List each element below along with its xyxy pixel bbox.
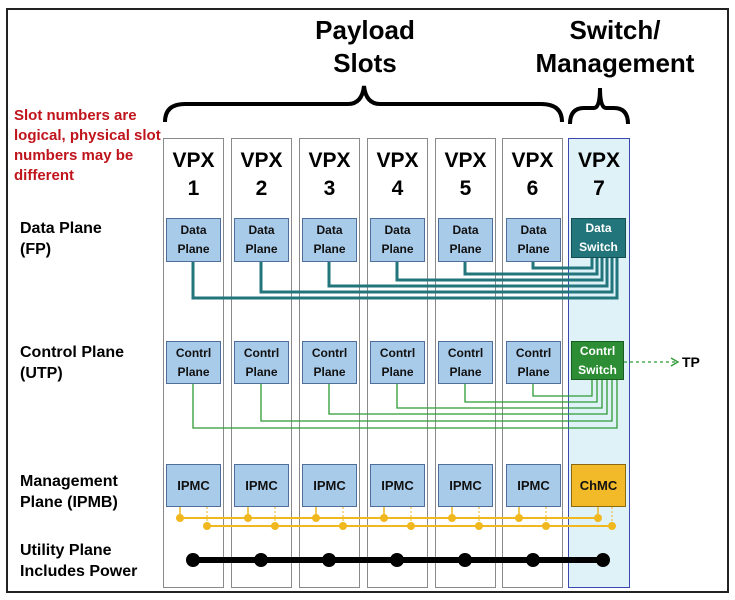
ipmc-box-4: IPMC <box>370 464 425 507</box>
data-plane-box-3: Data Plane <box>302 218 357 262</box>
diagram-frame <box>6 8 729 593</box>
tp-label: TP <box>682 354 700 370</box>
chmc-box: ChMC <box>571 464 626 507</box>
slot-title: VPX 6 <box>511 149 554 200</box>
slot-title: VPX 5 <box>444 149 487 200</box>
slot-title: VPX 4 <box>376 149 419 200</box>
ipmc-box-5: IPMC <box>438 464 493 507</box>
control-plane-box-3: Contrl Plane <box>302 341 357 384</box>
control-plane-box-1: Contrl Plane <box>166 341 221 384</box>
switch-management-header: Switch/ Management <box>535 15 695 78</box>
utility-plane-label: Utility Plane Includes Power <box>20 542 138 580</box>
ipmc-box-6: IPMC <box>506 464 561 507</box>
ipmb-bus <box>176 507 616 530</box>
data-plane-links <box>191 258 619 300</box>
switch-brace <box>568 87 630 125</box>
control-plane-links <box>192 380 618 429</box>
data-plane-label: Data Plane (FP) <box>20 220 102 258</box>
data-plane-box-6: Data Plane <box>506 218 561 262</box>
payload-slots-header: Payload Slots <box>315 15 415 78</box>
slot-title: VPX 7 <box>577 149 621 200</box>
slot-title: VPX 2 <box>240 149 283 200</box>
slot-title: VPX 1 <box>172 149 215 200</box>
control-plane-label: Control Plane (UTP) <box>20 344 125 382</box>
ipmc-box-2: IPMC <box>234 464 289 507</box>
data-plane-box-5: Data Plane <box>438 218 493 262</box>
utility-power-bus <box>186 553 610 567</box>
data-plane-box-4: Data Plane <box>370 218 425 262</box>
control-plane-box-4: Contrl Plane <box>370 341 425 384</box>
management-plane-label: Management Plane (IPMB) <box>20 473 118 511</box>
slot-title: VPX 3 <box>308 149 351 200</box>
slot-numbers-note: Slot numbers are logical, physical slot … <box>14 107 161 184</box>
data-plane-box-1: Data Plane <box>166 218 221 262</box>
control-plane-box-6: Contrl Plane <box>506 341 561 384</box>
data-switch-box: Data Switch <box>571 218 626 258</box>
payload-brace <box>163 85 564 123</box>
control-switch-box: Contrl Switch <box>571 341 624 380</box>
ipmc-box-3: IPMC <box>302 464 357 507</box>
data-plane-box-2: Data Plane <box>234 218 289 262</box>
control-plane-box-5: Contrl Plane <box>438 341 493 384</box>
control-plane-box-2: Contrl Plane <box>234 341 289 384</box>
ipmc-box-1: IPMC <box>166 464 221 507</box>
